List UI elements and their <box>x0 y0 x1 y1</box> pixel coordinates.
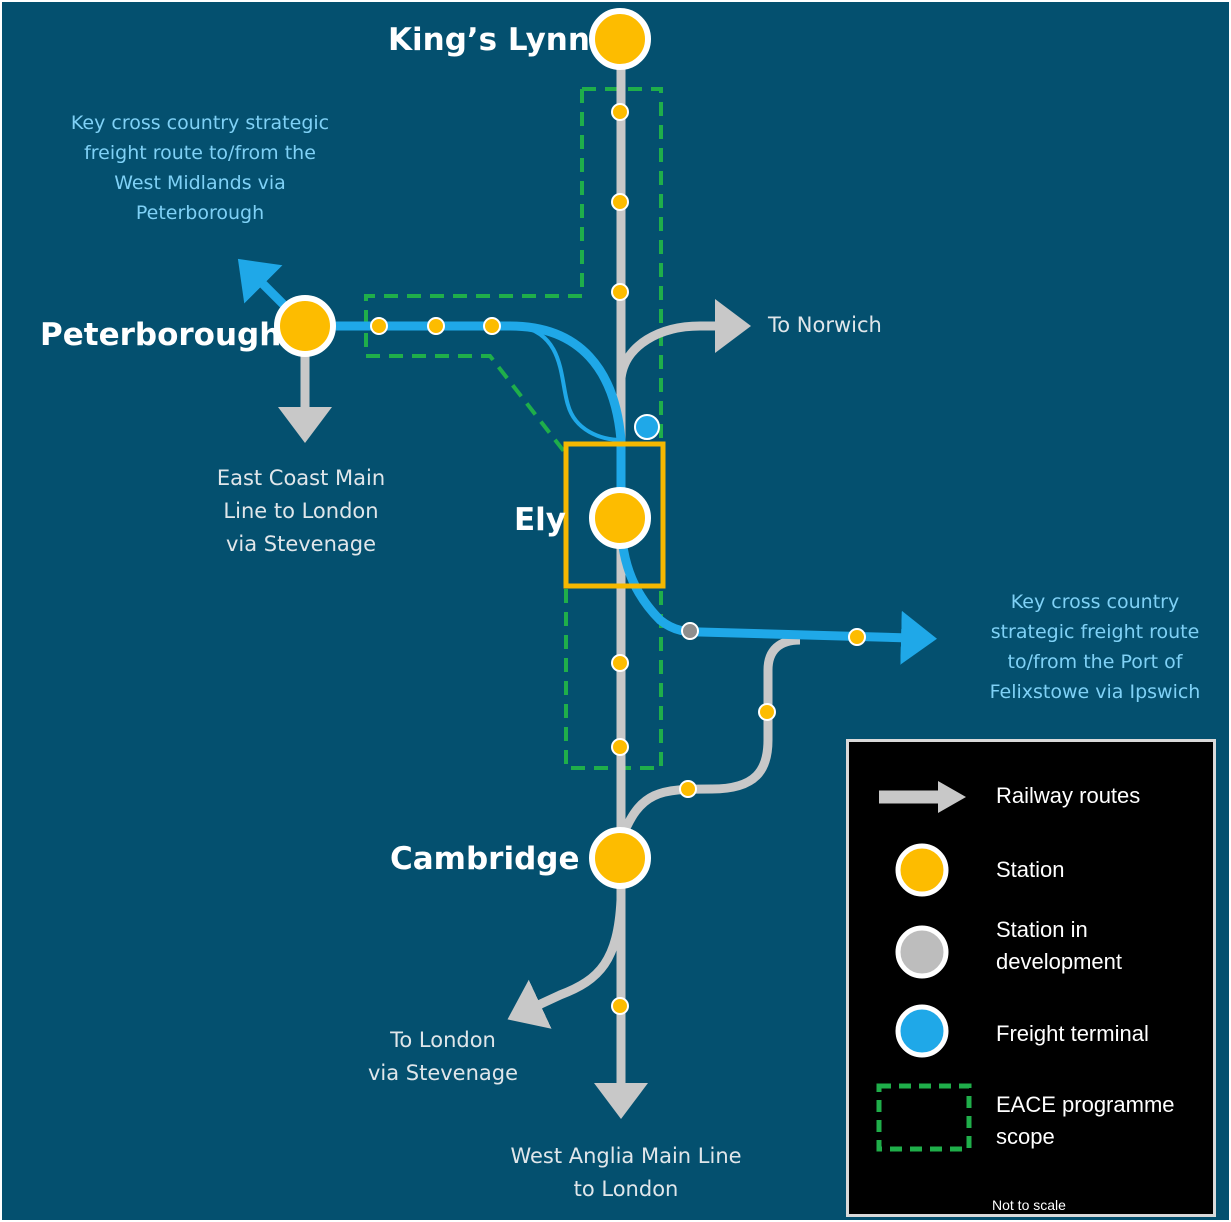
small-stations <box>370 103 866 1015</box>
legend-station-dev: Station in development <box>996 914 1122 978</box>
small-station <box>848 628 866 646</box>
west-anglia-label: West Anglia Main Line to London <box>476 1140 776 1206</box>
legend-railway-icon <box>879 781 966 813</box>
to-london-stevenage-label: To London via Stevenage <box>318 1024 568 1090</box>
label-line: Peterborough <box>135 202 265 224</box>
small-station <box>758 703 776 721</box>
major-stations <box>274 8 651 889</box>
legend-line: Station in <box>996 917 1088 942</box>
ely-highlight-box <box>563 441 666 589</box>
eace-scope-boundary <box>364 87 663 770</box>
small-station <box>370 317 388 335</box>
label-line: via Stevenage <box>225 532 377 556</box>
legend-line: scope <box>996 1124 1055 1149</box>
label-line: to/from the Port of <box>1007 651 1183 673</box>
legend-freight-terminal: Freight terminal <box>996 1021 1149 1046</box>
freight-chord <box>519 324 623 442</box>
label-line: Key cross country strategic <box>70 112 330 134</box>
eace-scope-north <box>582 87 663 445</box>
route-cambridge-east-loop <box>616 635 801 842</box>
station-cambridge-label: Cambridge <box>390 841 580 877</box>
to-norwich-label: To Norwich <box>768 313 882 337</box>
legend-freight-terminal-icon <box>895 1004 949 1058</box>
legend-eace-icon <box>876 1083 972 1152</box>
station-cambridge-marker <box>589 827 651 889</box>
legend-station-dev-icon <box>895 925 949 979</box>
label-line: Felixstowe via Ipswich <box>989 681 1201 703</box>
station-peterborough-marker <box>274 295 336 357</box>
label-line: To London <box>390 1028 496 1052</box>
station-kings-lynn-label: King’s Lynn <box>388 22 590 58</box>
small-station <box>611 283 629 301</box>
route-to-london-stevenage <box>507 899 626 1029</box>
legend-line: EACE programme <box>996 1092 1175 1117</box>
route-to-norwich <box>616 299 751 379</box>
legend-eace: EACE programme scope <box>996 1089 1175 1153</box>
small-station <box>611 103 629 121</box>
label-line: strategic freight route <box>990 621 1200 643</box>
legend-railway-routes: Railway routes <box>996 783 1141 808</box>
label-line: West Anglia Main Line <box>510 1144 742 1168</box>
label-line: West Midlands via <box>114 172 286 194</box>
freight-felixstowe-label: Key cross country strategic freight rout… <box>960 587 1230 707</box>
small-station <box>427 317 445 335</box>
small-station <box>611 997 629 1015</box>
station-in-development-marker <box>681 622 699 640</box>
freight-west-midlands-label: Key cross country strategic freight rout… <box>20 108 380 228</box>
legend-station-icon <box>895 843 949 897</box>
legend: Railway routes Station Station in develo… <box>846 739 1216 1217</box>
legend-not-to-scale: Not to scale <box>992 1197 1066 1213</box>
label-line: via Stevenage <box>367 1061 519 1085</box>
station-ely-marker <box>589 487 651 549</box>
small-station <box>611 193 629 211</box>
label-line: Line to London <box>223 499 379 523</box>
legend-line: development <box>996 949 1122 974</box>
legend-station: Station <box>996 857 1065 882</box>
eace-scope-north-west <box>364 89 584 456</box>
station-peterborough-label: Peterborough <box>40 317 282 353</box>
label-line: East Coast Main <box>216 466 386 490</box>
small-station <box>611 738 629 756</box>
station-kings-lynn-marker <box>589 8 651 70</box>
legend-symbols <box>876 781 972 1152</box>
label-line: freight route to/from the <box>84 142 316 164</box>
station-ely-label: Ely <box>514 502 567 538</box>
label-line: Key cross country <box>1010 591 1180 613</box>
label-line: to London <box>573 1177 679 1201</box>
ecml-label: East Coast Main Line to London via Steve… <box>161 462 441 561</box>
small-station <box>679 780 697 798</box>
freight-terminal-marker <box>634 414 660 440</box>
small-station <box>611 654 629 672</box>
small-station <box>483 317 501 335</box>
